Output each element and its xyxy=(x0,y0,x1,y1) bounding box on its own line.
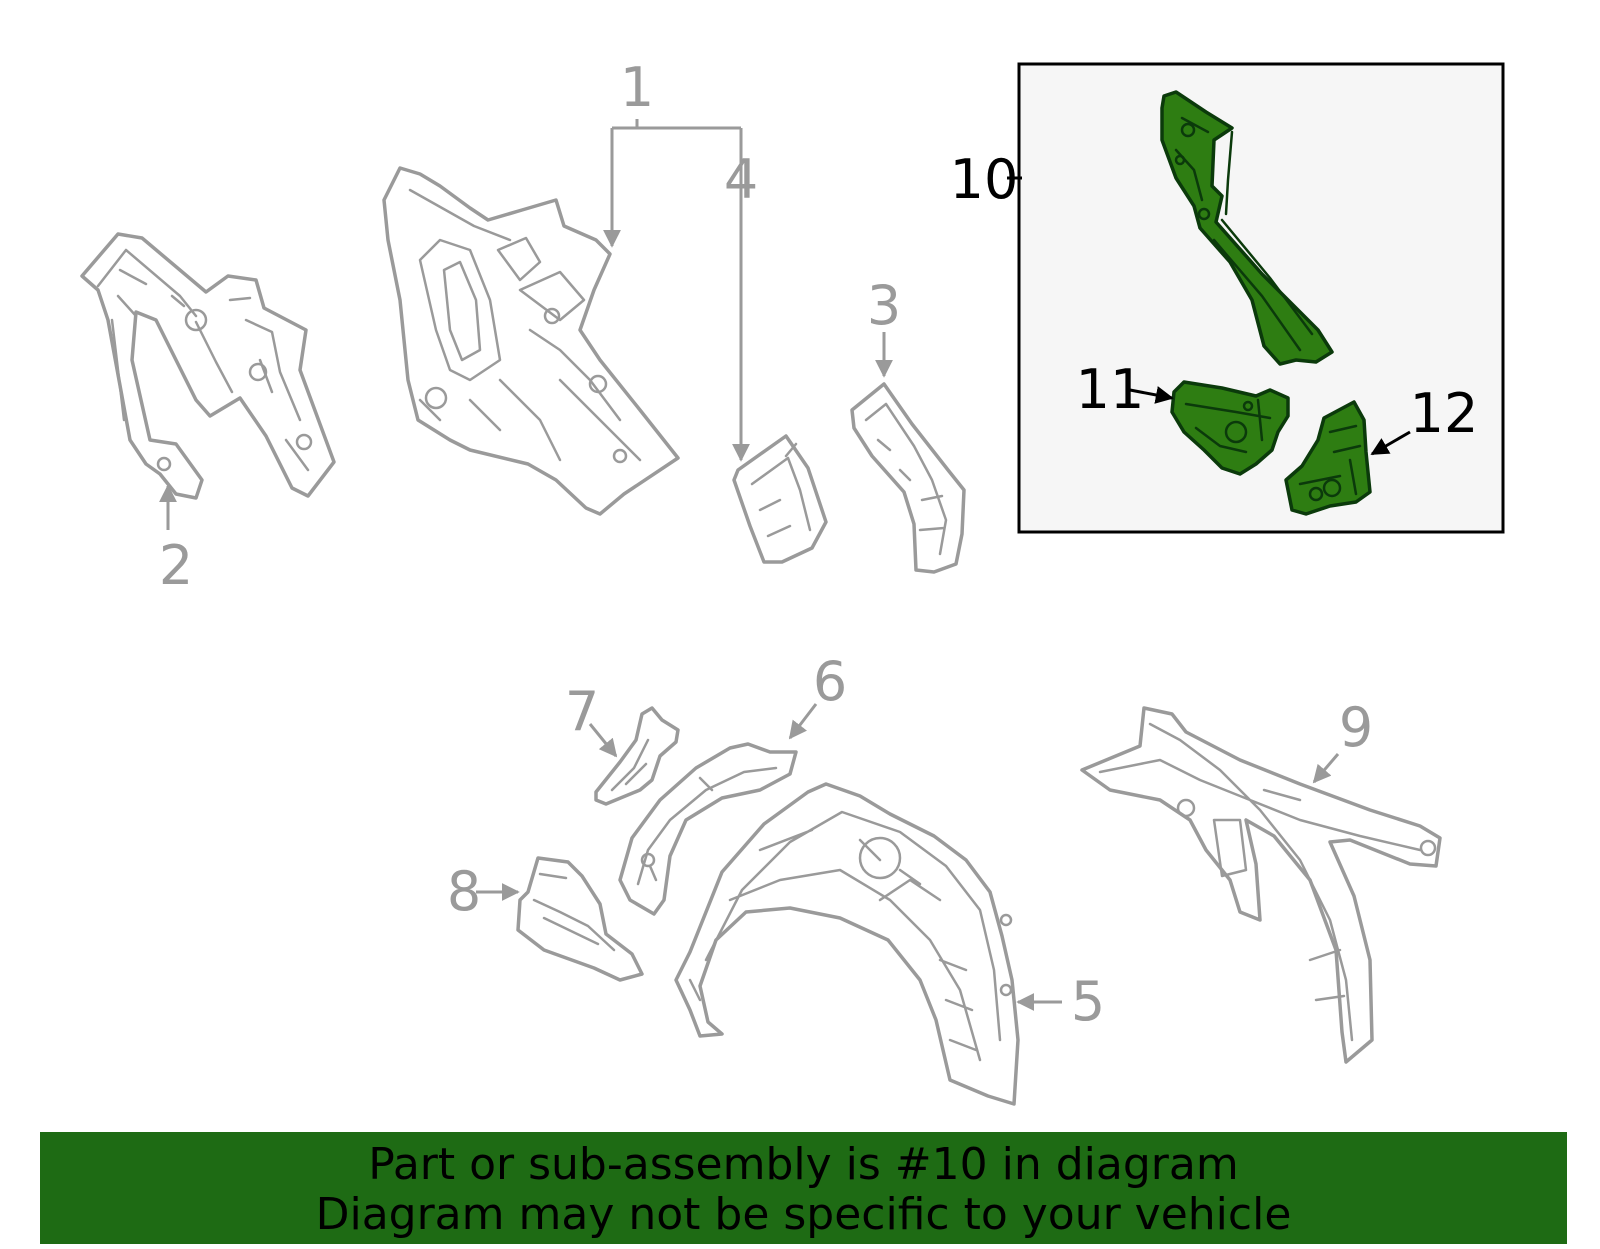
callout-6: 6 xyxy=(813,650,847,713)
callout-1: 1 xyxy=(620,56,654,119)
part-7-outline xyxy=(594,706,680,806)
info-banner-background xyxy=(40,1132,1567,1244)
part-5-outline xyxy=(674,782,1020,1106)
part-6-outline xyxy=(618,742,798,916)
callout-4: 4 xyxy=(724,148,758,211)
callout-11: 11 xyxy=(1076,358,1145,421)
callout-9: 9 xyxy=(1339,696,1373,759)
part-3-outline xyxy=(850,382,966,574)
callout-10[interactable]: 10 xyxy=(950,148,1019,211)
callout-8: 8 xyxy=(447,860,481,923)
part-4-outline xyxy=(732,434,828,564)
part-10-highlighted[interactable] xyxy=(1160,90,1334,366)
part-9-outline xyxy=(1080,706,1442,1064)
part-8-outline xyxy=(516,856,644,982)
part-12-shape xyxy=(1284,400,1372,516)
callout-3: 3 xyxy=(867,274,901,337)
part-2-outline xyxy=(80,232,336,500)
banner-disclaimer: Diagram may not be specific to your vehi… xyxy=(315,1189,1292,1240)
part-1-outline xyxy=(382,166,680,516)
part-11-highlighted xyxy=(1170,380,1290,476)
part-10-shape[interactable] xyxy=(1160,90,1334,366)
banner-part-note: Part or sub-assembly is #10 in diagram xyxy=(368,1139,1239,1190)
info-banner: Part or sub-assembly is #10 in diagram D… xyxy=(40,1132,1567,1244)
callout-7: 7 xyxy=(565,680,599,743)
part-12-highlighted xyxy=(1284,400,1372,516)
callout-12: 12 xyxy=(1410,382,1479,445)
leader-lines xyxy=(159,119,1411,1011)
callout-2: 2 xyxy=(159,534,193,597)
callout-5: 5 xyxy=(1071,970,1105,1033)
